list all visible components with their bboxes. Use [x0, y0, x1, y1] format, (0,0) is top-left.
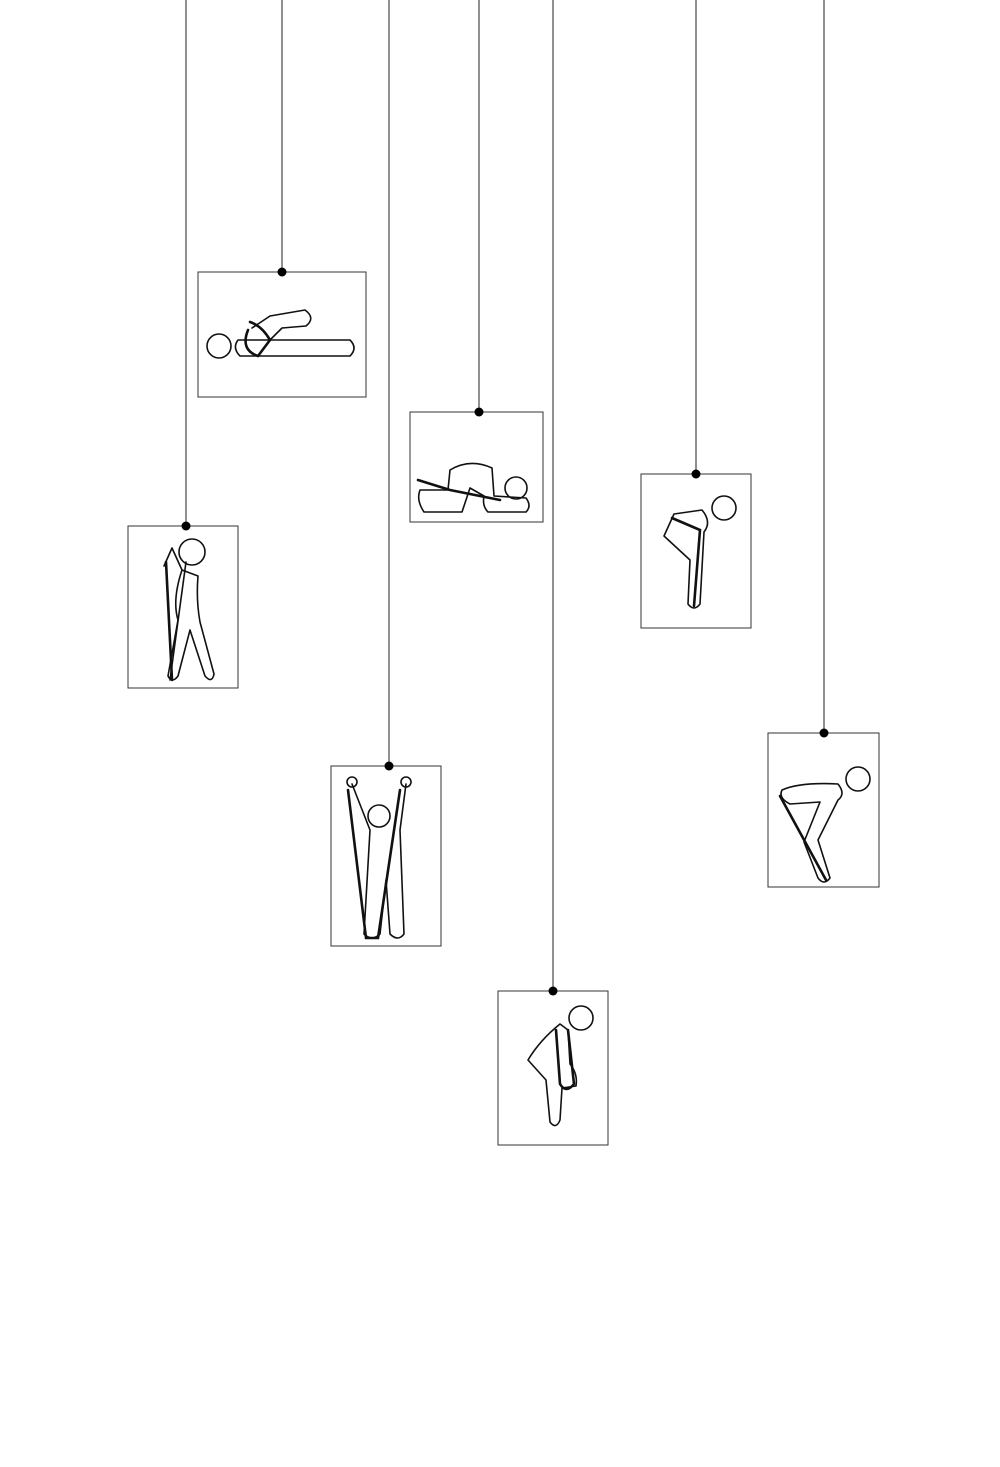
hanging-frame-1 [127, 0, 239, 689]
hanging-frame-6 [640, 0, 752, 629]
hanging-frame-5 [497, 0, 609, 1146]
overhead-band-raise-icon [346, 776, 412, 940]
pin-icon [548, 986, 558, 996]
picture-frame [767, 732, 880, 888]
hanging-frame-7 [767, 0, 880, 888]
bent-knee-band-icon [663, 495, 737, 609]
pin-icon [691, 469, 701, 479]
leg-extension-band-icon [778, 766, 871, 883]
pin-icon [384, 761, 394, 771]
picture-frame [497, 990, 609, 1146]
picture-frame [640, 473, 752, 629]
pin-icon [474, 407, 484, 417]
hanging-frame-4 [409, 0, 544, 523]
picture-frame [127, 525, 239, 689]
knee-hug-band-icon [527, 1005, 594, 1127]
pin-icon [819, 728, 829, 738]
hanging-frame-2 [197, 0, 367, 398]
picture-frame [409, 411, 544, 523]
picture-frame [197, 271, 367, 398]
kneeling-band-stretch-icon [416, 462, 530, 513]
hanging-frame-3 [330, 0, 442, 947]
standing-band-stretch-icon [163, 538, 215, 682]
pin-icon [277, 267, 287, 277]
pin-icon [181, 521, 191, 531]
lying-leg-band-stretch-icon [206, 309, 355, 359]
